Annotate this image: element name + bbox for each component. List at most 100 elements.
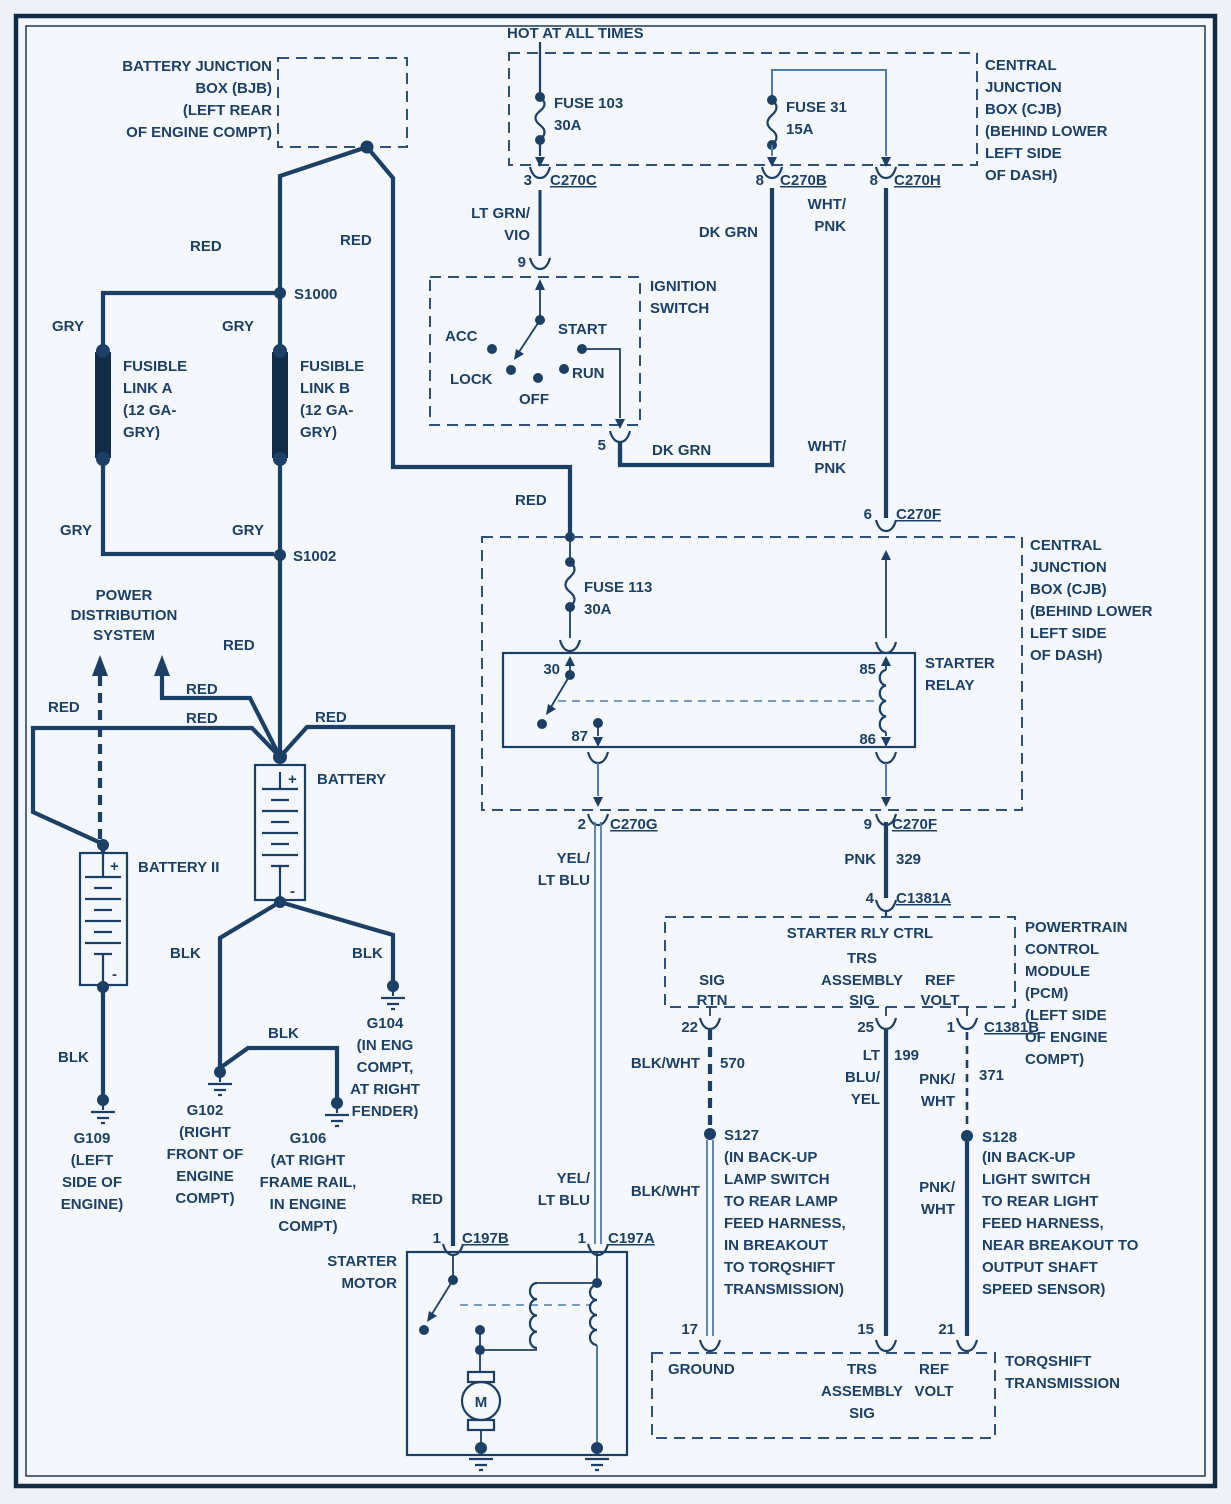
cjb-label: BOX (CJB) — [985, 101, 1062, 118]
wire-color-blk: BLK — [170, 945, 201, 962]
pin-2: 2 — [578, 816, 586, 833]
wire-lt-grn-vio: LT GRN/ VIO 9 — [471, 190, 552, 271]
pin-8: 8 — [870, 172, 878, 189]
starter-motor-label: STARTER — [327, 1253, 397, 1270]
pin-8: 8 — [756, 172, 764, 189]
pcm-label: COMPT) — [1025, 1051, 1084, 1068]
ignition-position-start: START — [558, 321, 607, 338]
central-junction-box-top: HOT AT ALL TIMES CENTRAL JUNCTION BOX (C… — [507, 25, 1108, 189]
s127-note: TO TORQSHIFT — [724, 1259, 835, 1276]
fusible-link-a-label: (12 GA- — [123, 402, 176, 419]
torqshift-trs: ASSEMBLY — [821, 1383, 903, 1400]
g102-label: ENGINE — [176, 1168, 234, 1185]
pin-1-c197b: 1 — [433, 1230, 441, 1247]
fusible-link-b-label: FUSIBLE — [300, 358, 364, 375]
wire-color-lt-grn-vio: VIO — [504, 227, 530, 244]
pcm-ref-volt: VOLT — [921, 992, 960, 1009]
s128-note: SPEED SENSOR) — [982, 1281, 1105, 1298]
wire-color-lt-blu-yel: BLU/ — [845, 1069, 881, 1086]
pcm-starter-rly-ctrl: STARTER RLY CTRL — [787, 925, 933, 942]
starter-motor: STARTER MOTOR RED 1 C197B 1 C197A M — [327, 1191, 655, 1472]
pcm-label: (LEFT SIDE — [1025, 1007, 1107, 1024]
starter-motor-label: MOTOR — [341, 1275, 397, 1292]
bjb-label: BATTERY JUNCTION — [122, 58, 272, 75]
connector-c270g: C270G — [610, 816, 658, 833]
g109-label: ENGINE) — [61, 1196, 124, 1213]
wire-color-pnk: PNK — [844, 851, 876, 868]
g102-label: (RIGHT — [179, 1124, 231, 1141]
cjb2-label: CENTRAL — [1030, 537, 1102, 554]
torqshift-label: TORQSHIFT — [1005, 1353, 1091, 1370]
splice-s1002: S1002 — [293, 548, 336, 565]
cjb2-label: LEFT SIDE — [1030, 625, 1107, 642]
pin-9b: 9 — [864, 816, 872, 833]
g106-label: COMPT) — [278, 1218, 337, 1235]
fuse-103: FUSE 103 30A — [528, 42, 623, 180]
fusible-link-b: FUSIBLE LINK B (12 GA- GRY) — [272, 344, 364, 466]
pcm-label: CONTROL — [1025, 941, 1099, 958]
g106-label: G106 — [290, 1130, 327, 1147]
diagram-frame — [13, 13, 1218, 1489]
starter-relay-label: RELAY — [925, 677, 974, 694]
wire-pnk-329: PNK 329 4 C1381A — [844, 822, 951, 917]
fusible-link-b-label: (12 GA- — [300, 402, 353, 419]
wire-color-lt-grn-vio: LT GRN/ — [471, 205, 531, 222]
wire-color-red: RED — [315, 709, 347, 726]
circuit-199: 199 — [894, 1047, 919, 1064]
fusible-link-a-label: GRY) — [123, 424, 160, 441]
wire-color-gry: GRY — [232, 522, 264, 539]
power-dist-label: POWER — [96, 587, 153, 604]
connector-c270f-2: C270F — [892, 816, 937, 833]
wire-color-red: RED — [48, 699, 80, 716]
cjb-label: CENTRAL — [985, 57, 1057, 74]
g104-label: G104 — [367, 1015, 404, 1032]
ground-symbol-g102 — [208, 1066, 232, 1097]
fuse-103-label: FUSE 103 — [554, 95, 623, 112]
cjb-label: LEFT SIDE — [985, 145, 1062, 162]
pin-25: 25 — [857, 1019, 874, 1036]
wire-color-red: RED — [340, 232, 372, 249]
pcm-trs: ASSEMBLY — [821, 972, 903, 989]
splice-s1000: S1000 — [294, 286, 337, 303]
connector-c270c: C270C — [550, 172, 597, 189]
pin-5: 5 — [598, 437, 606, 454]
motor-m: M — [475, 1394, 488, 1411]
wire-color-red: RED — [190, 238, 222, 255]
battery-aux: + - BATTERY II BLK — [58, 851, 219, 1096]
fuse-31-rating: 15A — [786, 121, 814, 138]
pcm-label: MODULE — [1025, 963, 1090, 980]
fusible-link-a-label: LINK A — [123, 380, 173, 397]
power-dist-label: SYSTEM — [93, 627, 155, 644]
ignition-switch-label: SWITCH — [650, 300, 709, 317]
battery-aux-minus: - — [112, 966, 117, 983]
pin-1-c197a: 1 — [578, 1230, 586, 1247]
pcm-sig-rtn: RTN — [697, 992, 728, 1009]
ground-symbol-g106 — [325, 1097, 349, 1128]
wire-color-red: RED — [515, 492, 547, 509]
power-dist-arrow — [154, 655, 170, 676]
pin-3: 3 — [524, 172, 532, 189]
s127-note: IN BREAKOUT — [724, 1237, 828, 1254]
pcm-label: (PCM) — [1025, 985, 1068, 1002]
power-dist-label: DISTRIBUTION — [71, 607, 178, 624]
power-distribution-system: POWER DISTRIBUTION SYSTEM RED RED RED RE… — [48, 587, 347, 840]
s127-note: TO REAR LAMP — [724, 1193, 838, 1210]
wire-pnk-wht-371: 1 C1381B PNK/ WHT 371 S128 (IN BACK-UP L… — [919, 1007, 1139, 1353]
ignition-position-lock: LOCK — [450, 371, 493, 388]
battery-minus: - — [290, 883, 295, 900]
wire-color-gry: GRY — [60, 522, 92, 539]
connector-c270f: C270F — [896, 506, 941, 523]
pcm-trs: TRS — [847, 950, 877, 967]
ignition-position-off: OFF — [519, 391, 549, 408]
fusible-link-b-label: GRY) — [300, 424, 337, 441]
wire-color-gry: GRY — [52, 318, 84, 335]
s128-note: LIGHT SWITCH — [982, 1171, 1090, 1188]
g106-label: IN ENGINE — [270, 1196, 347, 1213]
g104-label: AT RIGHT — [350, 1081, 420, 1098]
wire-color-blk: BLK — [268, 1025, 299, 1042]
pcm-label: OF ENGINE — [1025, 1029, 1108, 1046]
battery-plus: + — [288, 771, 297, 788]
torqshift-trs: SIG — [849, 1405, 875, 1422]
